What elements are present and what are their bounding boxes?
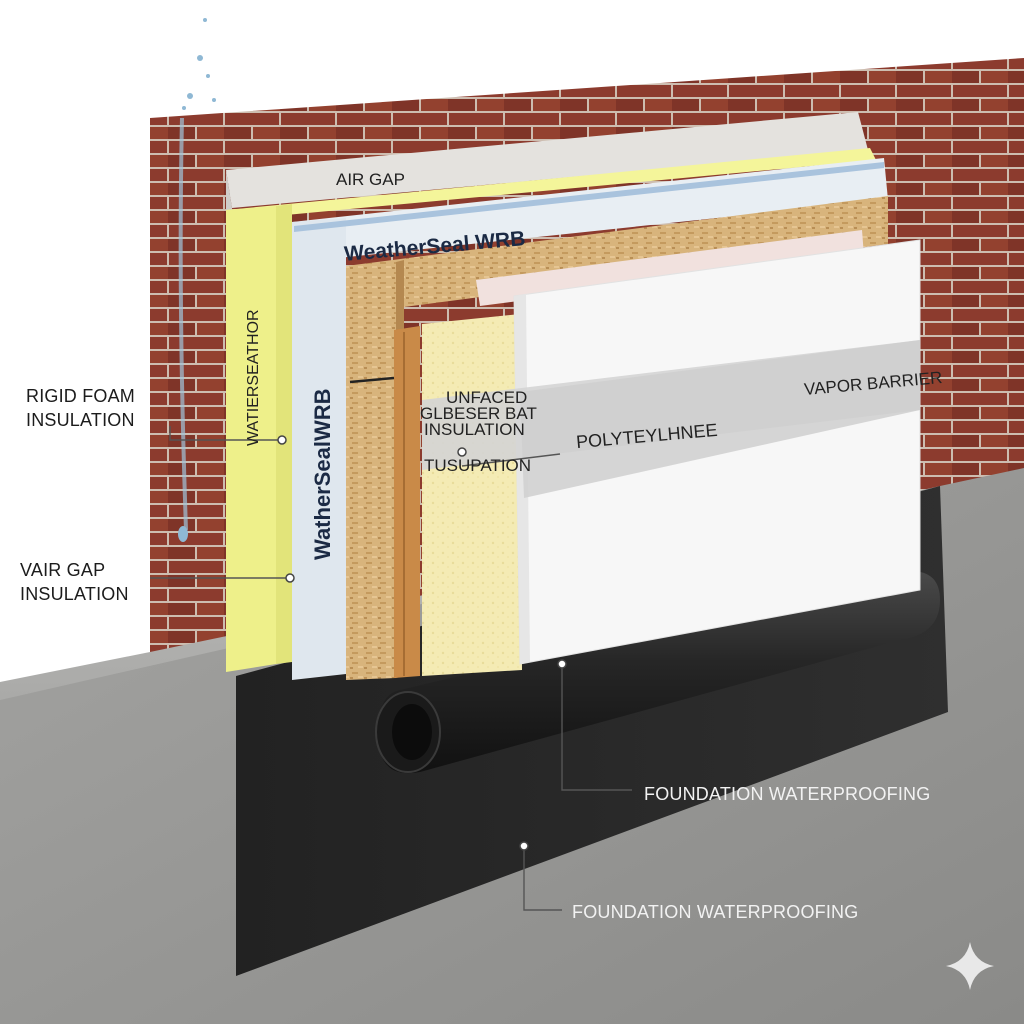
foam-vertical-label: WATIERSEATHOR (245, 309, 262, 446)
rigid-foam-face (226, 206, 276, 672)
wrb-layer (292, 158, 888, 262)
leader-lines (150, 376, 632, 911)
wrb-face (292, 218, 346, 680)
air-gap-label: AIR GAP (336, 170, 405, 189)
foundation-waterproofing-label-2: FOUNDATION WATERPROOFING (572, 902, 859, 922)
batt-label-line1: UNFACED (446, 388, 528, 407)
batt-label-line3: INSULATION (424, 420, 525, 439)
tusupation-label: TUSUPATION (424, 456, 532, 475)
rigid-foam-label-line1: RIGID FOAM (26, 386, 135, 406)
batt-label-line2: GLBESER BAT (420, 404, 537, 423)
vair-gap-label-line2: INSULATION (20, 584, 129, 604)
drain-pipe (378, 571, 940, 774)
batt-insulation (422, 314, 522, 676)
vair-gap-label-line1: VAIR GAP (20, 560, 106, 580)
rigid-foam-layer (226, 148, 876, 220)
osb-face (346, 262, 396, 680)
foundation-waterproofing-label-1: FOUNDATION WATERPROOFING (644, 784, 931, 804)
air-gap-board (226, 112, 868, 208)
wrb-vertical-label: WatherSealWRB (310, 388, 335, 560)
sparkle-icon (946, 942, 994, 990)
interior-board-edge (476, 230, 864, 306)
wood-stud (394, 326, 420, 678)
water-drip (178, 18, 216, 542)
rigid-foam-label-line2: INSULATION (26, 410, 135, 430)
leader-dots (277, 435, 567, 851)
